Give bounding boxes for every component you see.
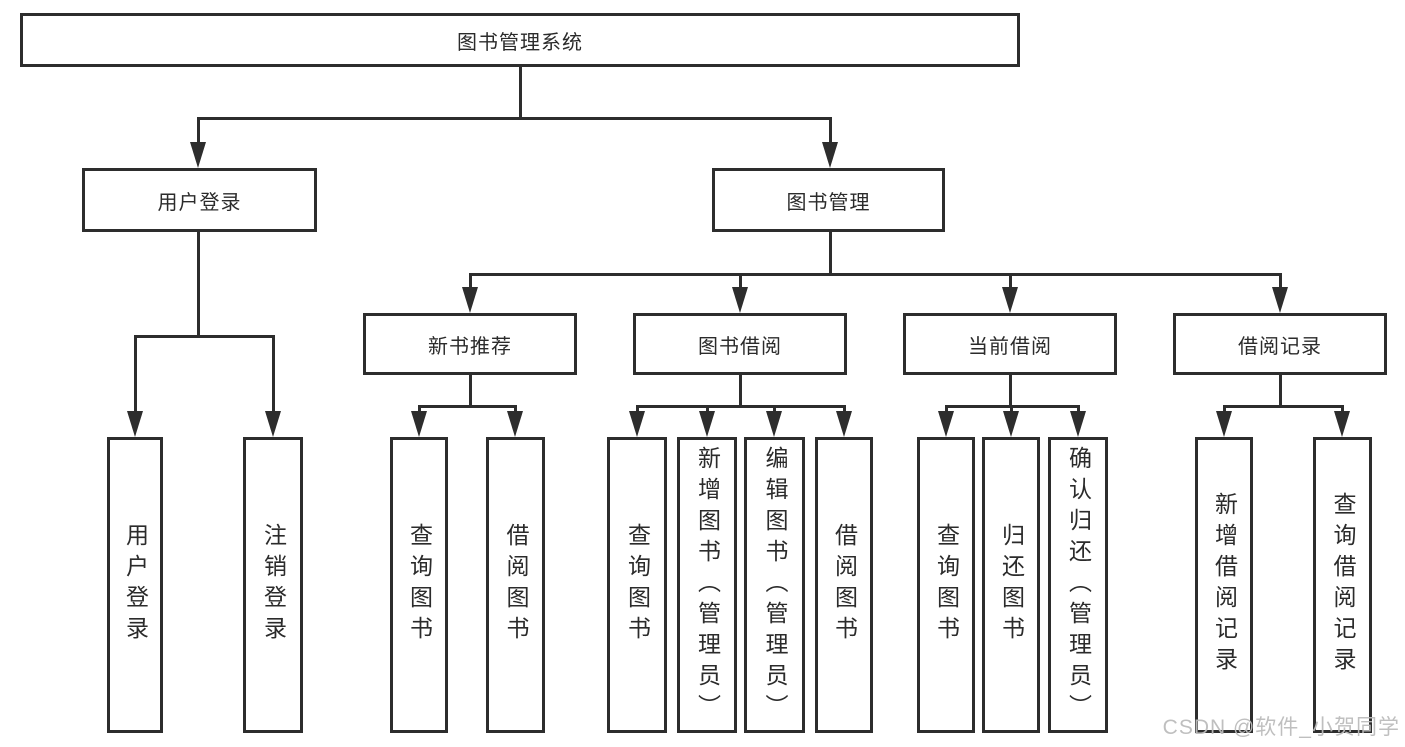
node-root: 图书管理系统 [20,13,1020,67]
arrowhead-down-icon [836,411,852,437]
connector-vline [197,117,200,142]
leaf-edit-books-admin: 编辑图书（管理员） [744,437,805,733]
connector-vline [739,273,742,287]
connector-vline [1010,405,1013,411]
arrowhead-down-icon [1272,287,1288,313]
connector-hline [418,405,517,408]
leaf-logout: 注销登录 [243,437,303,733]
leaf-label: 查询图书 [406,523,433,647]
connector-vline [706,405,709,411]
connector-vline [514,405,517,411]
node-new-book-recommend: 新书推荐 [363,313,577,375]
leaf-return-books: 归还图书 [982,437,1040,733]
leaf-add-borrow-record: 新增借阅记录 [1195,437,1253,733]
watermark: CSDN @软件_小贺同学 [1162,716,1400,739]
connector-vline [1279,375,1282,405]
leaf-add-books-admin: 新增图书（管理员） [677,437,737,733]
connector-vline [843,405,846,411]
connector-vline [739,375,742,405]
connector-vline [636,405,639,411]
leaf-label: 新增图书（管理员） [694,445,721,725]
arrowhead-down-icon [1003,411,1019,437]
connector-vline [1009,375,1012,405]
leaf-query-borrow-record: 查询借阅记录 [1313,437,1372,733]
connector-hline [197,117,832,120]
leaf-label: 查询图书 [624,523,651,647]
leaf-confirm-return-admin: 确认归还（管理员） [1048,437,1108,733]
arrowhead-down-icon [732,287,748,313]
node-book-management: 图书管理 [712,168,945,232]
connector-vline [945,405,948,411]
connector-vline [272,335,275,411]
arrowhead-down-icon [462,287,478,313]
node-label: 图书借阅 [698,335,782,358]
leaf-label: 归还图书 [998,523,1025,647]
connector-vline [1223,405,1226,411]
connector-hline [134,335,275,338]
node-label: 新书推荐 [428,335,512,358]
connector-vline [829,232,832,273]
leaf-label: 编辑图书（管理员） [762,445,788,725]
arrowhead-down-icon [190,142,206,168]
connector-vline [519,67,522,117]
node-label: 当前借阅 [968,335,1052,358]
connector-hline [469,273,1281,276]
leaf-label: 确认归还（管理员） [1065,445,1092,725]
arrowhead-down-icon [411,411,427,437]
arrowhead-down-icon [938,411,954,437]
arrowhead-down-icon [507,411,523,437]
arrowhead-down-icon [822,142,838,168]
connector-vline [1077,405,1080,411]
node-label: 图书管理 [786,191,871,214]
node-root-label: 图书管理系统 [457,31,583,54]
arrowhead-down-icon [1070,411,1086,437]
connector-vline [1279,273,1282,287]
leaf-label: 用户登录 [122,523,149,647]
node-book-borrow: 图书借阅 [633,313,847,375]
leaf-label: 借阅图书 [503,523,529,647]
arrowhead-down-icon [1334,411,1350,437]
arrowhead-down-icon [699,411,715,437]
leaf-label: 新增借阅记录 [1211,492,1238,678]
arrowhead-down-icon [265,411,281,437]
arrowhead-down-icon [127,411,143,437]
leaf-query-books: 查询图书 [607,437,667,733]
leaf-borrow-books: 借阅图书 [815,437,873,733]
connector-vline [1009,273,1012,287]
arrowhead-down-icon [766,411,782,437]
leaf-query-books: 查询图书 [390,437,448,733]
node-user-login: 用户登录 [82,168,317,232]
connector-vline [418,405,421,411]
leaf-label: 注销登录 [260,523,287,647]
node-label: 用户登录 [157,191,242,214]
leaf-label: 查询借阅记录 [1330,492,1356,678]
node-label: 借阅记录 [1238,335,1322,358]
leaf-borrow-books: 借阅图书 [486,437,545,733]
leaf-label: 借阅图书 [831,523,858,647]
leaf-label: 查询图书 [933,523,960,647]
connector-vline [1341,405,1344,411]
leaf-user-login: 用户登录 [107,437,163,733]
connector-vline [197,232,200,335]
connector-vline [773,405,776,411]
node-borrow-records: 借阅记录 [1173,313,1387,375]
leaf-query-books: 查询图书 [917,437,975,733]
connector-vline [469,375,472,405]
arrowhead-down-icon [1216,411,1232,437]
arrowhead-down-icon [1002,287,1018,313]
connector-hline [636,405,845,408]
arrowhead-down-icon [629,411,645,437]
connector-vline [134,335,137,411]
connector-hline [1223,405,1343,408]
node-current-borrow: 当前借阅 [903,313,1117,375]
connector-vline [829,117,832,142]
connector-vline [469,273,472,287]
